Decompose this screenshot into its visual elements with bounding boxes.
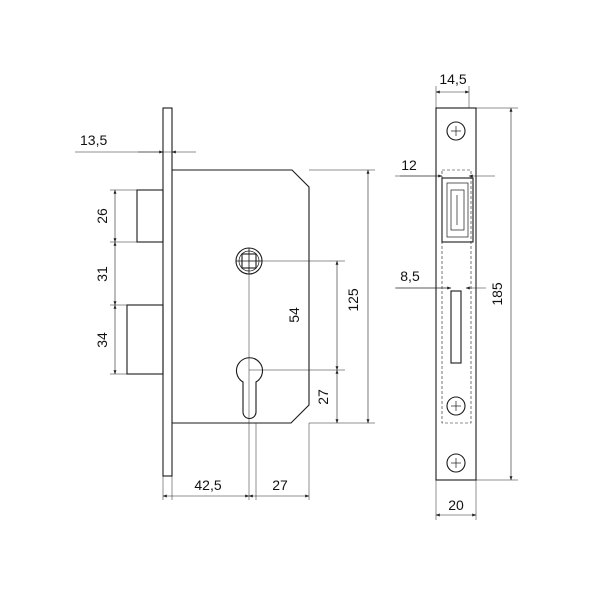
label-faceplate-length: 185	[489, 282, 505, 306]
label-side-offset-12: 12	[401, 157, 417, 173]
label-spindle-to-cylinder: 54	[286, 307, 302, 323]
label-backset: 42,5	[194, 477, 221, 493]
front-view: 13,5 26 31 34 54 125 27 42,5 27	[75, 107, 375, 500]
deadbolt	[136, 189, 164, 243]
cylinder-keyhole	[236, 357, 263, 420]
label-faceplate-width-top: 14,5	[439, 71, 466, 87]
latch-slot	[450, 290, 462, 364]
label-cylinder-offset: 27	[315, 389, 331, 405]
side-view: 14,5 12 8,5 185 20	[395, 71, 518, 520]
label-cylinder-half: 27	[272, 477, 288, 493]
label-spacing-31: 31	[94, 266, 110, 282]
label-faceplate-width: 20	[448, 497, 464, 513]
lock-body	[172, 169, 310, 424]
faceplate-front	[162, 107, 173, 477]
label-latch-34: 34	[94, 332, 110, 348]
screw-middle	[446, 396, 466, 416]
hidden-body-outline	[441, 169, 472, 424]
label-faceplate-offset: 13,5	[80, 132, 107, 148]
screw-top	[446, 121, 466, 141]
latch-bolt	[126, 304, 164, 375]
faceplate-side	[435, 107, 477, 481]
deadbolt-face	[441, 177, 474, 243]
label-bolt-26: 26	[94, 208, 110, 224]
label-body-height: 125	[345, 288, 361, 312]
label-side-offset-8-5: 8,5	[400, 268, 420, 284]
screw-bottom	[446, 453, 466, 473]
